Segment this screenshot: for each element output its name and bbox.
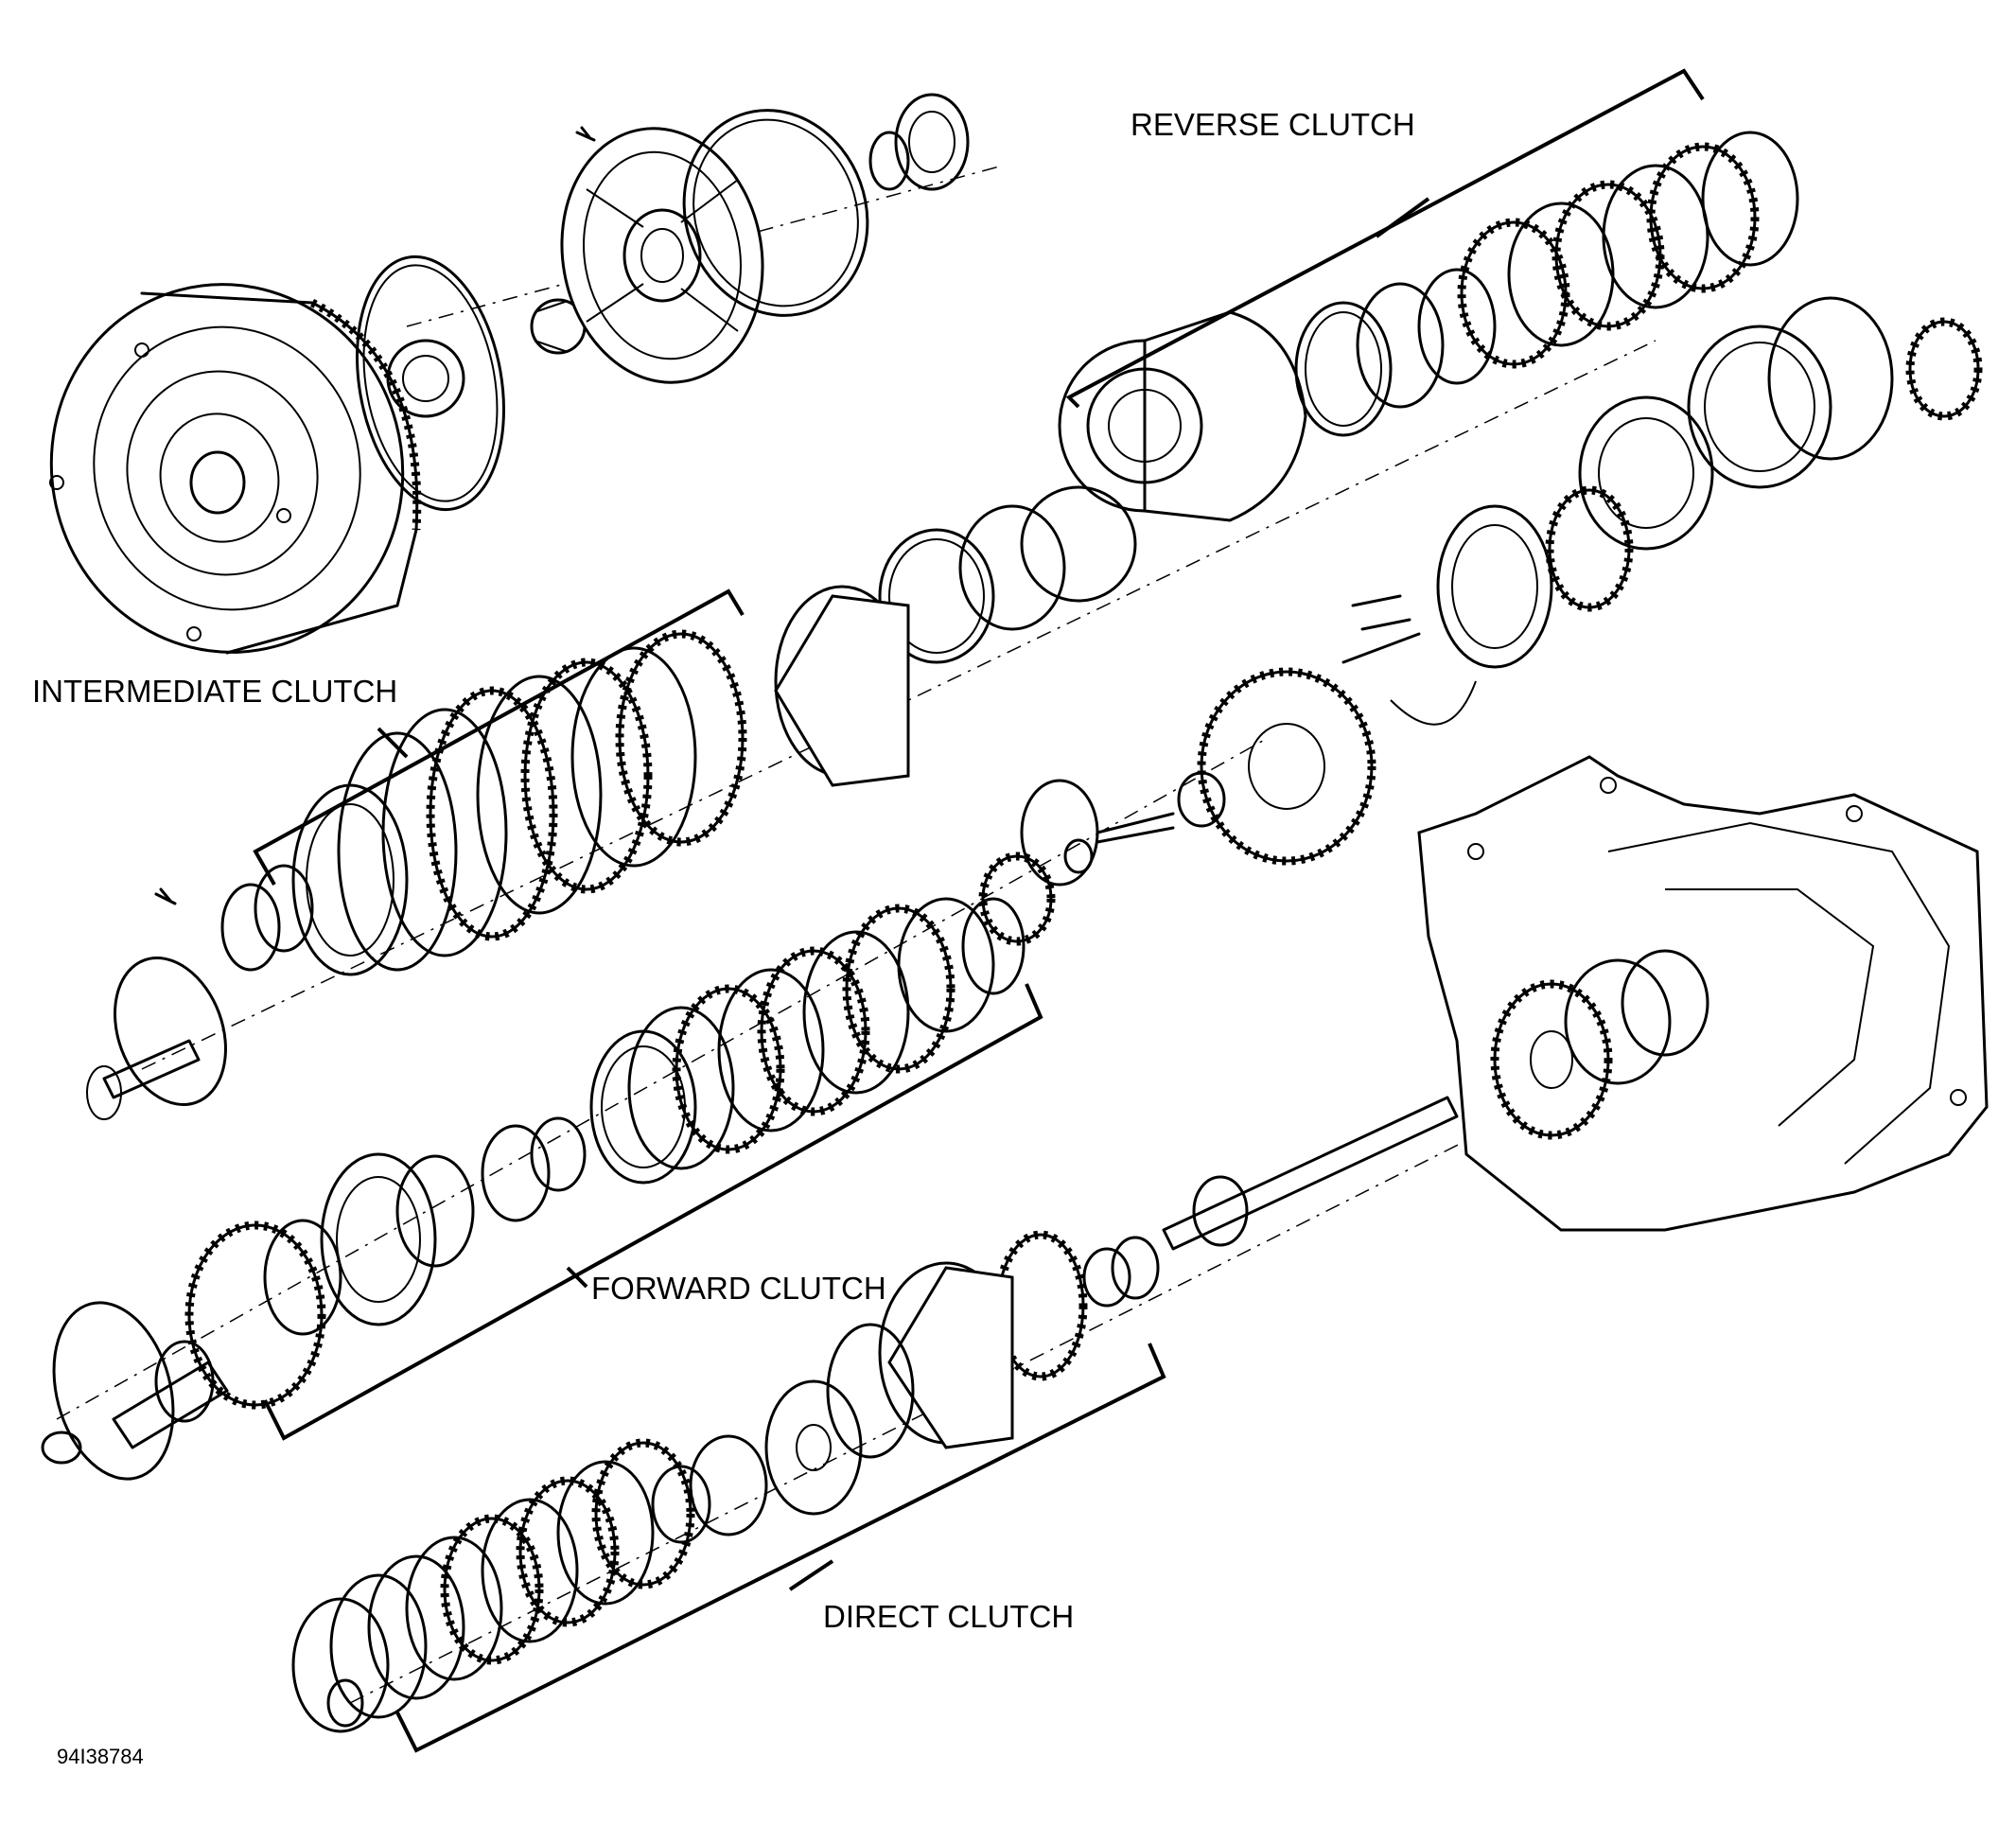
transaxle-case [1417,755,1989,1232]
direct-clutch-pack [291,1096,1459,1733]
forward-clutch-bracket [263,983,1043,1441]
figure-id: 94I38784 [57,1745,144,1768]
reverse-clutch-pack [1058,131,1799,522]
group-brackets [253,68,1705,1753]
intermediate-clutch-pack [220,485,1137,976]
sun-gear-bearing-group [1545,296,1983,612]
intermediate-clutch-label: INTERMEDIATE CLUTCH [32,674,397,709]
stator-support-shaft [86,887,227,1120]
forward-clutch-label: FORWARD CLUTCH [591,1271,886,1306]
oil-pump-assembly [560,93,970,384]
intermediate-clutch-bracket [253,588,745,886]
torque-converter [49,283,422,655]
direct-clutch-bracket [395,1343,1166,1753]
forward-clutch-pack [41,779,1099,1481]
reverse-clutch-bracket [1065,68,1705,409]
direct-clutch-label: DIRECT CLUTCH [823,1599,1074,1634]
planetary-gear-set [978,504,1553,946]
reverse-clutch-label: REVERSE CLUTCH [1131,107,1415,142]
pump-seal-oring-group [356,126,596,512]
